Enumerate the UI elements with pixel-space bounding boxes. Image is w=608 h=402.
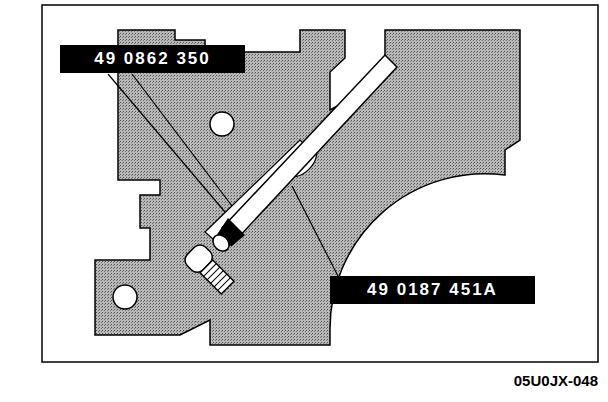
bolt-hole [113,285,137,309]
figure-code: 05U0JX-048 [514,372,598,389]
tool-rod [222,55,397,240]
leader-line [132,74,232,206]
housing-casting [95,30,520,345]
leader-line [108,74,225,212]
part-number-box: 49 0862 350 [60,45,245,73]
part-number-box: 49 0187 451A [330,276,535,304]
part-number: 49 0862 350 [94,49,211,69]
part-number: 49 0187 451A [367,280,498,300]
leader-line [292,186,340,280]
plug-part [182,242,237,297]
valve-ball [210,232,233,255]
figure-frame [42,5,598,362]
bolt-hole [210,112,234,136]
